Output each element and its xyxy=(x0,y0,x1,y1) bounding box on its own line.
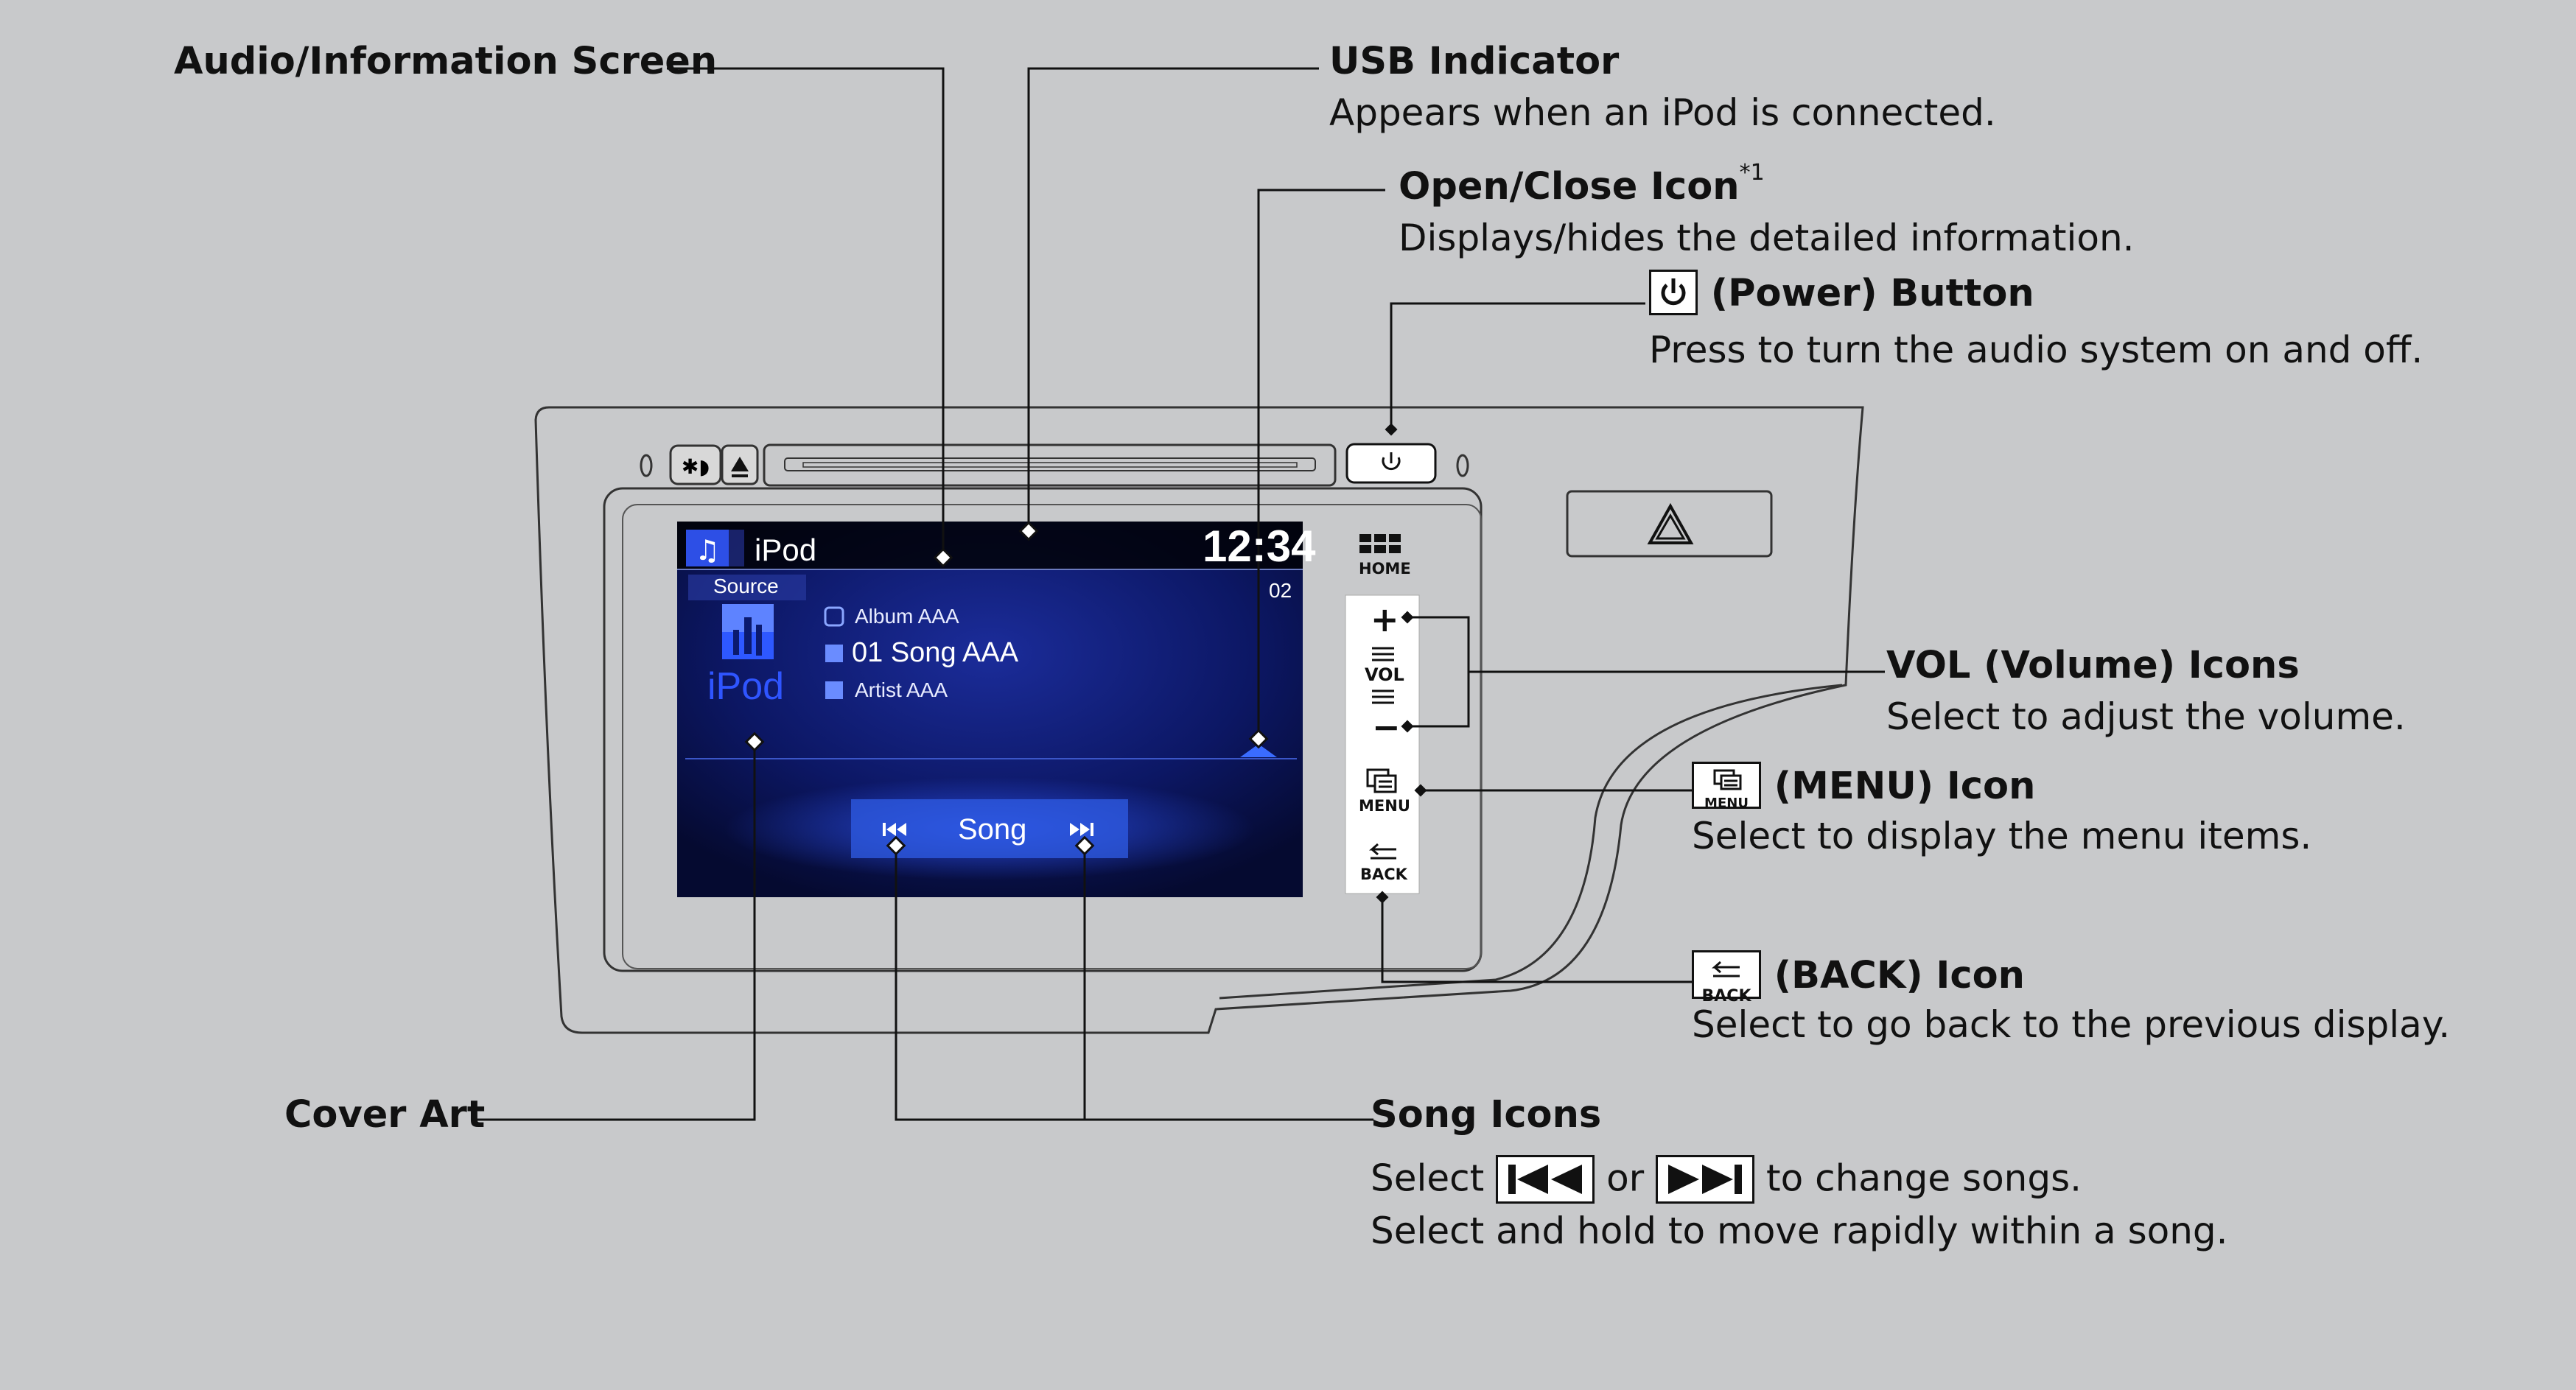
menu-key-icon: MENU xyxy=(1692,762,1761,811)
screen-skip-forward-icon xyxy=(1070,823,1093,836)
open-close-title-text: Open/Close Icon xyxy=(1399,165,1740,208)
album-icon xyxy=(824,606,844,627)
hazard-button xyxy=(1566,490,1773,558)
callout-vol-title: VOL (Volume) Icons xyxy=(1886,644,2300,687)
music-note-icon: ♫ xyxy=(695,534,720,566)
leader-endpoints xyxy=(744,423,1427,904)
callout-song-desc: Select or to change songs. xyxy=(1371,1155,2082,1205)
screen-frame-inner xyxy=(622,504,1482,969)
callout-menu-title: MENU (MENU) Icon xyxy=(1692,762,2036,812)
callout-cover-art: Cover Art xyxy=(284,1093,486,1137)
open-close-icon xyxy=(1240,744,1277,757)
screen-track-number: 02 xyxy=(1269,579,1292,602)
vol-label: VOL xyxy=(1365,664,1404,685)
skip-forward-icon xyxy=(1656,1155,1755,1204)
dashboard-bezel xyxy=(534,406,1864,1034)
callout-power-desc: Press to turn the audio system on and of… xyxy=(1649,329,2423,371)
leader-lines xyxy=(473,67,1885,1121)
back-label[interactable]: BACK xyxy=(1360,866,1407,883)
vol-plus-icon[interactable]: + xyxy=(1371,600,1399,639)
bezel-inner-contour xyxy=(1219,684,1843,1000)
callout-vol-desc: Select to adjust the volume. xyxy=(1886,695,2406,738)
top-controls: ✱◗ xyxy=(640,443,1469,487)
home-icon xyxy=(1359,534,1401,553)
disc-slot xyxy=(763,443,1337,487)
menu-title-text: (MENU) Icon xyxy=(1774,765,2036,808)
callout-song-desc2: Select and hold to move rapidly within a… xyxy=(1371,1210,2228,1252)
back-title-text: (BACK) Icon xyxy=(1774,954,2025,997)
screen-song-button[interactable]: Song xyxy=(958,813,1027,846)
song-desc-post: to change songs. xyxy=(1766,1156,2082,1200)
svg-text:✱◗: ✱◗ xyxy=(682,454,710,479)
screen-cover-text: iPod xyxy=(707,665,785,708)
screen-skip-back-icon xyxy=(883,823,906,836)
brightness-button xyxy=(669,444,722,485)
artist-icon xyxy=(825,681,843,699)
callout-usb-title: USB Indicator xyxy=(1329,40,1620,83)
callout-back-desc: Select to go back to the previous displa… xyxy=(1692,1003,2451,1046)
volume-bars xyxy=(1372,647,1394,704)
song-desc-or: or xyxy=(1606,1156,1645,1200)
callout-power-title: (Power) Button xyxy=(1649,270,2034,318)
back-icon xyxy=(1369,843,1396,860)
menu-icon xyxy=(1366,768,1397,793)
footnote-mark: *1 xyxy=(1739,160,1765,186)
back-key-icon: BACK xyxy=(1692,950,1761,1005)
skip-back-icon xyxy=(1496,1155,1595,1204)
screen-clock: 12:34 xyxy=(1203,522,1316,571)
screen-album: Album AAA xyxy=(855,605,959,628)
power-title-text: (Power) Button xyxy=(1710,272,2034,315)
menu-label[interactable]: MENU xyxy=(1359,797,1410,815)
home-label[interactable]: HOME xyxy=(1359,560,1411,578)
screen-song: 01 Song AAA xyxy=(852,637,1019,668)
menu-key-label: MENU xyxy=(1704,796,1749,811)
song-icon xyxy=(825,645,843,662)
screen-artist: Artist AAA xyxy=(855,678,948,701)
screen-source-label[interactable]: Source xyxy=(713,575,779,597)
callout-menu-desc: Select to display the menu items. xyxy=(1692,815,2312,857)
back-key-label: BACK xyxy=(1701,987,1751,1005)
callout-open-close-desc: Displays/hides the detailed information. xyxy=(1399,217,2135,259)
vol-minus-icon[interactable]: − xyxy=(1372,707,1401,747)
source-tab xyxy=(686,530,729,566)
callout-usb-desc: Appears when an iPod is connected. xyxy=(1329,91,1996,134)
callout-song-title: Song Icons xyxy=(1371,1093,1602,1137)
song-desc-pre: Select xyxy=(1371,1156,1485,1200)
power-icon xyxy=(1649,270,1698,315)
screen-source-name: iPod xyxy=(755,533,817,567)
side-control-strip xyxy=(1345,594,1420,894)
callout-back-title: BACK (BACK) Icon xyxy=(1692,950,2025,1005)
callout-open-close-title: Open/Close Icon*1 xyxy=(1399,162,1765,208)
callout-audio-screen: Audio/Information Screen xyxy=(174,40,718,83)
